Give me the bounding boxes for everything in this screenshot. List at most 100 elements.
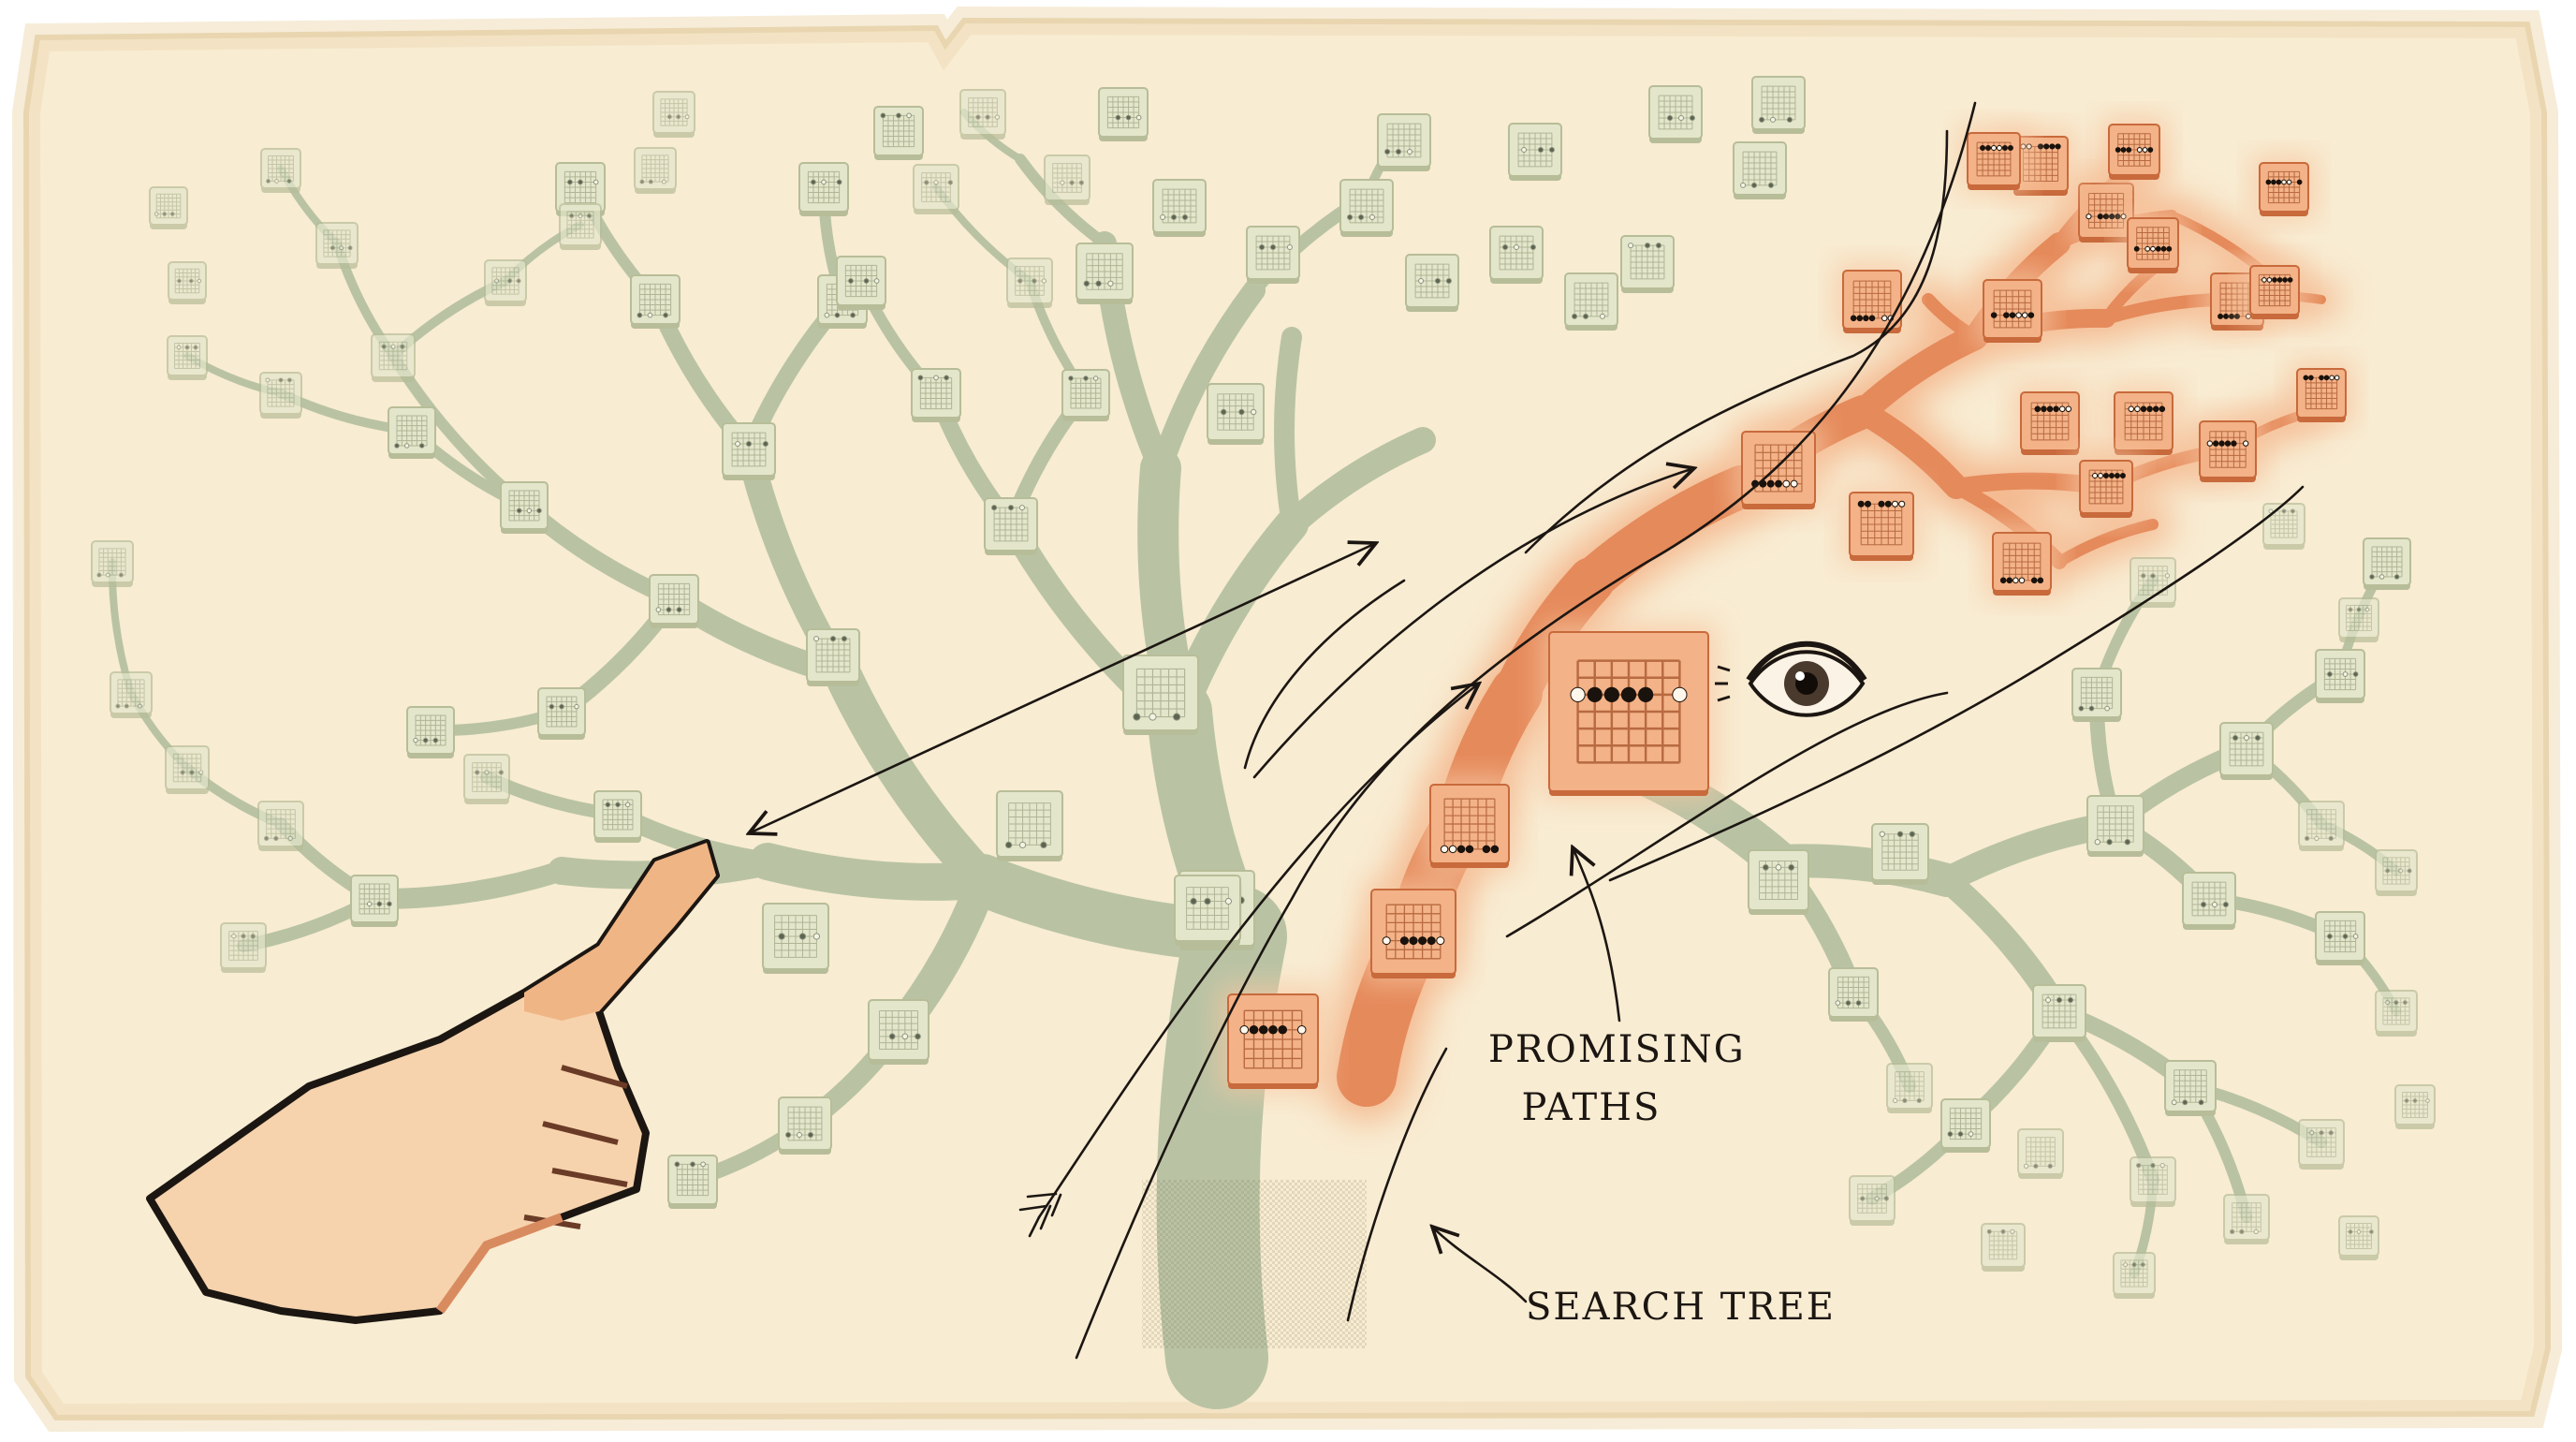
go-board-node bbox=[913, 164, 959, 214]
go-board-node bbox=[1940, 1098, 1991, 1153]
go-board-node bbox=[500, 481, 549, 534]
go-board-node bbox=[2105, 383, 2182, 460]
go-board-node bbox=[1981, 1223, 2026, 1272]
go-board-node bbox=[91, 540, 134, 587]
go-board-node bbox=[1834, 261, 1910, 338]
go-board-node bbox=[836, 256, 886, 310]
go-board-node bbox=[996, 790, 1063, 861]
go-board-node bbox=[1828, 967, 1879, 1022]
tree-branch bbox=[1279, 427, 1436, 537]
go-board-node bbox=[649, 574, 699, 628]
go-board-node bbox=[2017, 1128, 2064, 1179]
go-board-node bbox=[1748, 849, 1809, 915]
arrow-to-promising-label bbox=[1573, 847, 1621, 1023]
go-board-node bbox=[778, 1096, 832, 1155]
go-board-node bbox=[2130, 1156, 2176, 1207]
go-board-node bbox=[1974, 271, 2051, 347]
go-board-node bbox=[2375, 990, 2418, 1037]
go-board-node bbox=[959, 89, 1006, 140]
flow-line-upper bbox=[1524, 129, 1949, 554]
go-board-node bbox=[2219, 722, 2274, 780]
go-board-node bbox=[165, 745, 210, 794]
go-board-node bbox=[2298, 1119, 2345, 1170]
go-board-node bbox=[1152, 179, 1207, 237]
go-board-node bbox=[1648, 85, 1703, 143]
go-board-node bbox=[1421, 775, 1518, 873]
go-board-node bbox=[722, 422, 776, 480]
go-board-node bbox=[2182, 872, 2236, 930]
go-board-node bbox=[2338, 1215, 2379, 1260]
go-board-node bbox=[630, 274, 681, 329]
ink-annotations bbox=[749, 101, 2305, 1360]
flow-line-right-lower bbox=[1505, 691, 1949, 938]
promising-paths-line1: PROMISING bbox=[1488, 1028, 1746, 1071]
go-board-node bbox=[1751, 76, 1806, 134]
tree-branch bbox=[749, 843, 1002, 901]
go-board-node bbox=[2298, 801, 2345, 851]
go-board-node bbox=[2288, 360, 2355, 427]
go-board-node bbox=[2113, 1252, 2156, 1299]
curved-arrow-lower bbox=[1037, 684, 1479, 1219]
promising-branch bbox=[1851, 400, 1969, 499]
go-board-node bbox=[537, 687, 586, 740]
go-board-node bbox=[1377, 113, 1431, 171]
go-board-node bbox=[1076, 243, 1134, 304]
flow-line-right bbox=[1608, 485, 2305, 882]
go-board-node bbox=[634, 147, 677, 194]
go-board-node bbox=[984, 497, 1038, 555]
go-board-node bbox=[2100, 115, 2169, 184]
go-board-node bbox=[1362, 880, 1465, 983]
go-board-node bbox=[798, 162, 849, 216]
go-board-node bbox=[667, 1155, 718, 1209]
go-board-node bbox=[371, 333, 416, 382]
go-board-node bbox=[388, 406, 436, 459]
double-arrow-pointer bbox=[749, 543, 1376, 833]
go-board-node bbox=[873, 106, 924, 160]
go-board-node bbox=[2315, 649, 2365, 703]
flow-line-outer-left bbox=[1075, 101, 1977, 1360]
go-board-node bbox=[911, 368, 961, 422]
go-board-node bbox=[1564, 272, 1618, 331]
tree-branch bbox=[1274, 327, 1302, 535]
go-board-node bbox=[868, 999, 929, 1065]
go-board-node bbox=[1849, 1175, 1895, 1226]
go-board-node bbox=[2130, 557, 2176, 608]
pointing-hand-icon bbox=[146, 839, 720, 1324]
go-board-node bbox=[260, 148, 301, 193]
go-board-node bbox=[1733, 422, 1824, 514]
go-board-node bbox=[1958, 124, 2029, 195]
go-board-node bbox=[2071, 668, 2122, 722]
tree-branch bbox=[1149, 279, 1266, 479]
go-board-node bbox=[2118, 209, 2188, 278]
search-tree-label: SEARCH TREE bbox=[1526, 1286, 1837, 1329]
go-board-node bbox=[1733, 141, 1787, 199]
go-board-node bbox=[167, 335, 208, 380]
go-board-node bbox=[168, 261, 207, 304]
go-board-node bbox=[2012, 383, 2088, 460]
go-board-node bbox=[257, 801, 304, 851]
go-board-node bbox=[2250, 154, 2318, 221]
go-board-node bbox=[406, 706, 455, 758]
promising-paths-label: PROMISING PATHS bbox=[1488, 1021, 1746, 1137]
arrow-feather bbox=[1018, 1192, 1062, 1238]
go-board-node bbox=[484, 259, 527, 306]
go-board-node bbox=[2363, 537, 2411, 590]
go-board-node bbox=[2315, 911, 2365, 965]
go-board-node bbox=[1540, 623, 1718, 801]
go-board-node bbox=[806, 628, 860, 686]
promising-branch bbox=[1922, 293, 1982, 344]
go-board-node bbox=[1508, 123, 1562, 181]
go-board-node bbox=[1983, 523, 2060, 600]
go-board-node bbox=[2241, 257, 2308, 324]
go-board-node bbox=[1219, 985, 1327, 1094]
go-board-node bbox=[220, 922, 267, 973]
go-board-node bbox=[1174, 875, 1241, 946]
go-board-node bbox=[1246, 226, 1300, 284]
go-board-node bbox=[762, 903, 829, 974]
go-board-node bbox=[2071, 451, 2142, 522]
go-board-node bbox=[1098, 87, 1149, 141]
go-board-node bbox=[593, 790, 642, 843]
go-board-node bbox=[2032, 984, 2086, 1042]
go-board-node bbox=[559, 203, 602, 250]
